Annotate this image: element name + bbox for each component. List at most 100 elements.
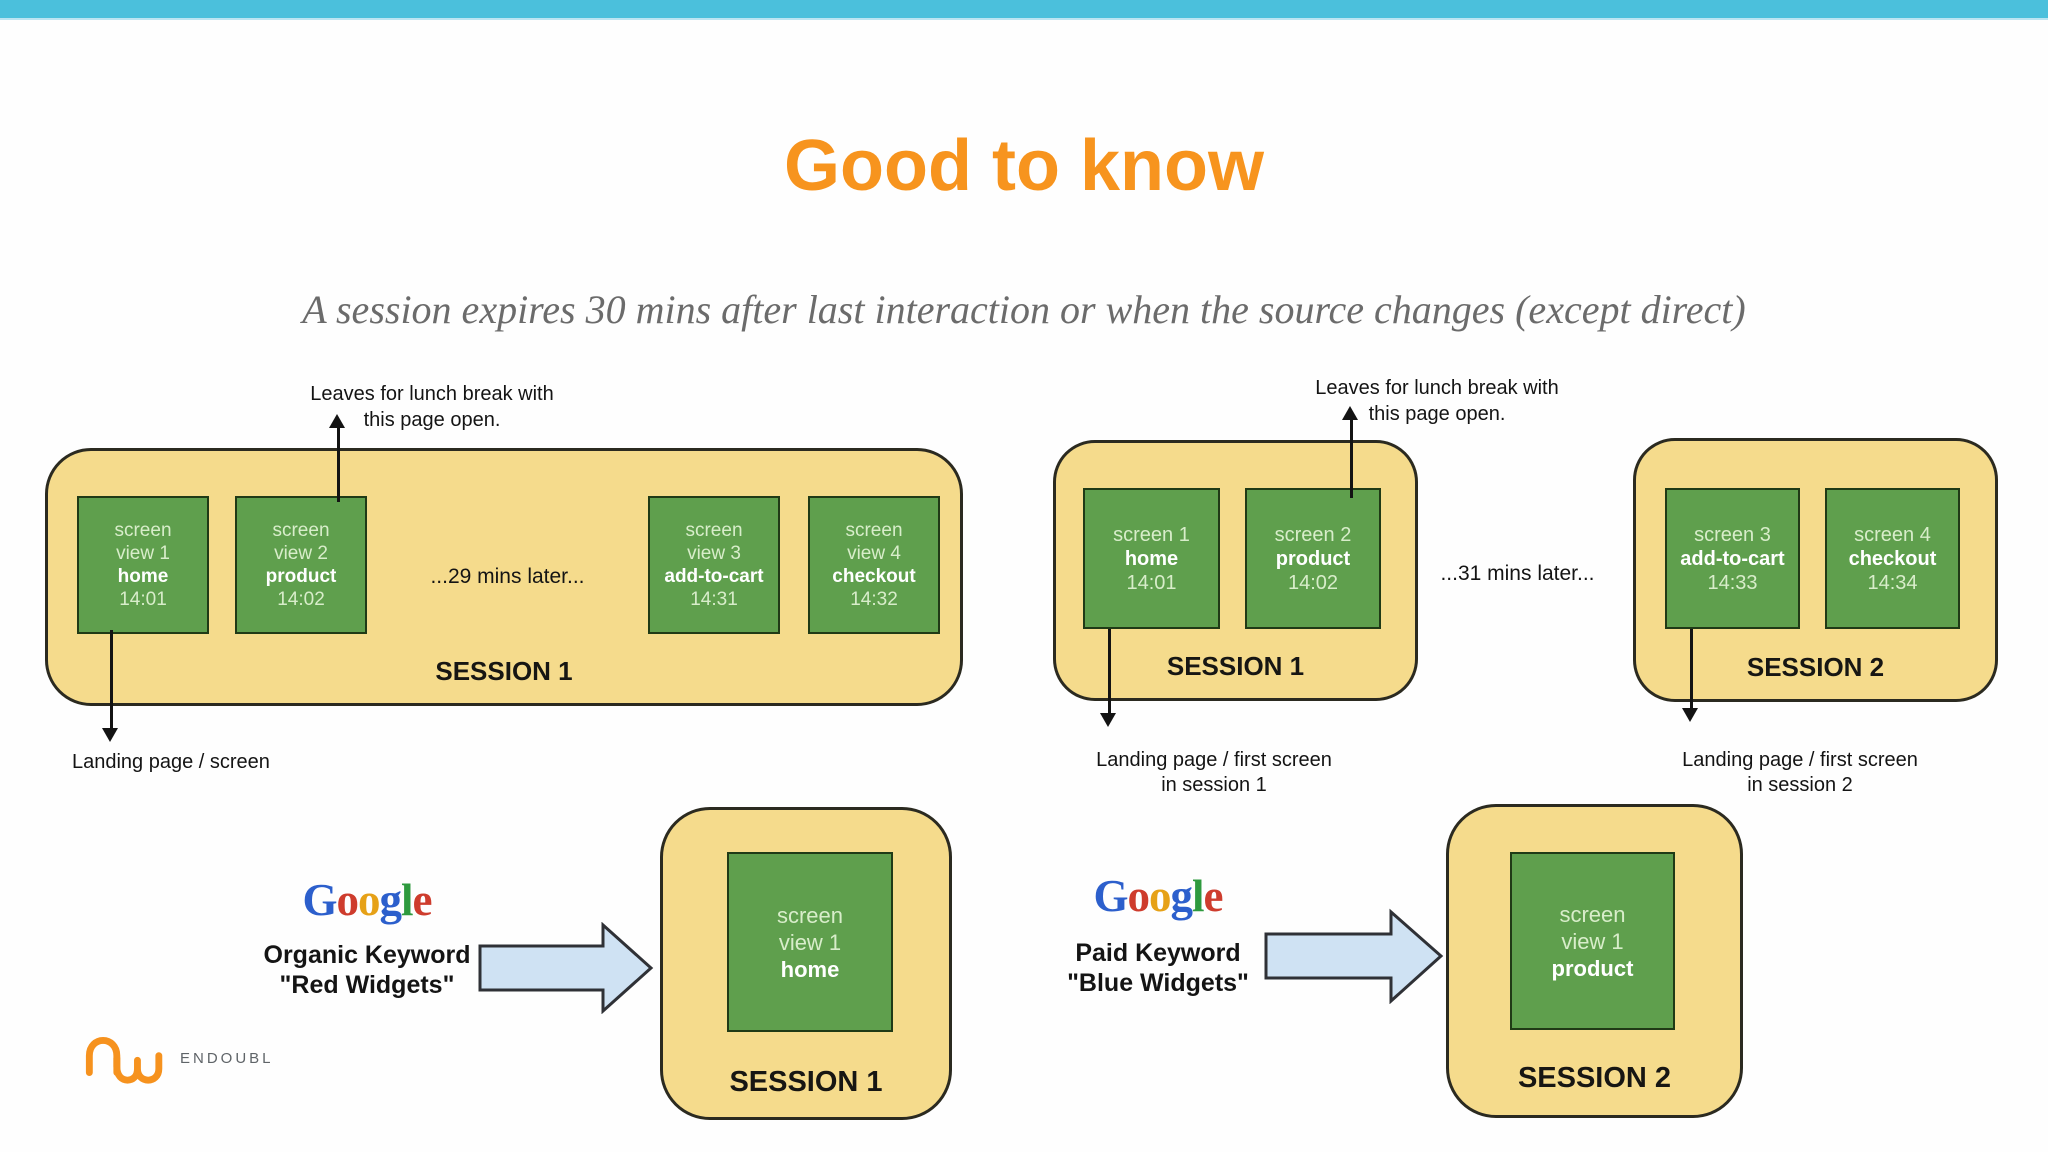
- top-accent-bar: [0, 0, 2048, 20]
- session-2-small-label: SESSION 2: [1746, 652, 1885, 682]
- brand-squiggle-icon: [85, 1036, 163, 1084]
- screen-time: 14:01: [1126, 571, 1177, 594]
- landing-note-line2: in session 1: [1161, 774, 1267, 796]
- google-letter: g: [1170, 871, 1193, 921]
- screen-line: screen 4: [1854, 523, 1931, 546]
- gap-29-mins-text: ...29 mins later...: [430, 565, 585, 588]
- screen-view-1-product-bottom-box: screen view 1 product: [1510, 852, 1675, 1030]
- landing-page-note-session1: Landing page / first screen in session 1: [1064, 748, 1364, 798]
- landing-note-line1: Landing page / first screen: [1096, 749, 1332, 771]
- screen-page-name: add-to-cart: [1680, 547, 1785, 570]
- screen-time: 14:34: [1867, 571, 1918, 594]
- google-letter: e: [412, 875, 433, 925]
- organic-keyword-text: Organic Keyword "Red Widgets": [217, 940, 517, 1000]
- google-letter: o: [1149, 871, 1171, 921]
- screen-page-name: home: [780, 956, 840, 982]
- screen-line: screen: [1559, 901, 1626, 927]
- screen-view-3-addtocart-box: screen view 3 add-to-cart 14:31: [648, 496, 780, 634]
- screen-time: 14:02: [1287, 571, 1339, 594]
- google-letter: o: [336, 875, 359, 925]
- screen-time: 14:02: [277, 589, 325, 610]
- screen-line: screen: [685, 520, 743, 541]
- screen-page-name: home: [1124, 547, 1179, 570]
- google-letter: G: [302, 875, 337, 925]
- arrowhead-down-icon: [1100, 713, 1116, 727]
- lunch-break-note-right-line1: Leaves for lunch break with: [1315, 377, 1559, 399]
- arrowhead-up-icon: [329, 414, 345, 428]
- screen-line: screen: [845, 520, 903, 541]
- screen-line: screen 1: [1113, 523, 1190, 546]
- arrow-line-up-middle: [1350, 420, 1353, 498]
- lunch-break-note-left-line2: this page open.: [363, 409, 501, 431]
- arrow-line-up-left: [337, 428, 340, 502]
- lunch-break-note-right-line2: this page open.: [1368, 403, 1506, 425]
- screen-line: view 1: [116, 543, 170, 564]
- keyword-line2: "Red Widgets": [279, 971, 455, 999]
- landing-page-note-session2: Landing page / first screen in session 2: [1650, 748, 1950, 798]
- landing-note-line1: Landing page / first screen: [1682, 749, 1918, 771]
- google-letter: g: [379, 875, 402, 925]
- screen-line: view 4: [847, 543, 901, 564]
- screen-line: screen 3: [1694, 523, 1771, 546]
- session-1-bottom-label: SESSION 1: [729, 1066, 883, 1098]
- keyword-line1: Paid Keyword: [1075, 939, 1241, 967]
- screen-line: screen 2: [1274, 523, 1352, 546]
- google-logo: Google: [279, 878, 455, 923]
- screen-line: view 1: [778, 929, 842, 955]
- screen-2-product-box: screen 2 product 14:02: [1245, 488, 1381, 629]
- arrowhead-down-icon: [1682, 708, 1698, 722]
- google-letter: l: [401, 875, 413, 925]
- google-letter: G: [1093, 871, 1128, 921]
- page-title: Good to know: [784, 126, 1264, 206]
- flow-arrow-icon: [1264, 908, 1444, 1004]
- flow-arrow-icon: [478, 922, 654, 1014]
- paid-keyword-text: Paid Keyword "Blue Widgets": [1008, 938, 1308, 998]
- screen-page-name: product: [1275, 547, 1351, 570]
- keyword-line1: Organic Keyword: [263, 941, 471, 969]
- google-letter: e: [1203, 871, 1224, 921]
- google-letter: o: [358, 875, 380, 925]
- screen-page-name: add-to-cart: [664, 566, 764, 587]
- arrow-line-down-left: [110, 630, 113, 730]
- arrowhead-up-icon: [1342, 406, 1358, 420]
- gap-31-mins-text: ...31 mins later...: [1440, 562, 1595, 585]
- screen-line: view 1: [1561, 928, 1624, 954]
- screen-time: 14:33: [1707, 571, 1758, 594]
- landing-page-note-left: Landing page / screen: [72, 751, 270, 773]
- google-logo: Google: [1070, 874, 1246, 919]
- lunch-break-note-left-line1: Leaves for lunch break with: [310, 383, 554, 405]
- screen-line: screen: [114, 520, 172, 541]
- lunch-break-note-left: Leaves for lunch break with this page op…: [280, 381, 584, 433]
- screen-time: 14:01: [119, 589, 167, 610]
- screen-view-2-product-box: screen view 2 product 14:02: [235, 496, 367, 634]
- arrow-line-down-middle: [1108, 629, 1111, 715]
- google-letter: l: [1192, 871, 1204, 921]
- arrow-line-down-right: [1690, 629, 1693, 710]
- screen-time: 14:31: [690, 589, 738, 610]
- screen-line: view 2: [274, 543, 328, 564]
- screen-3-addtocart-box: screen 3 add-to-cart 14:33: [1665, 488, 1800, 629]
- screen-time: 14:32: [850, 589, 898, 610]
- lunch-break-note-right: Leaves for lunch break with this page op…: [1285, 375, 1589, 427]
- screen-page-name: product: [265, 566, 337, 587]
- screen-page-name: home: [117, 566, 169, 587]
- subtitle: A session expires 30 mins after last int…: [302, 287, 1746, 332]
- screen-4-checkout-box: screen 4 checkout 14:34: [1825, 488, 1960, 629]
- brand-name-text: ENDOUBL: [180, 1050, 274, 1067]
- screen-line: screen: [272, 520, 330, 541]
- arrowhead-down-icon: [102, 728, 118, 742]
- landing-note-line2: in session 2: [1747, 774, 1853, 796]
- screen-line: view 3: [687, 543, 741, 564]
- screen-line: screen: [776, 902, 844, 928]
- keyword-line2: "Blue Widgets": [1067, 969, 1249, 997]
- session-2-bottom-label: SESSION 2: [1517, 1062, 1672, 1094]
- screen-view-1-home-box: screen view 1 home 14:01: [77, 496, 209, 634]
- screen-page-name: product: [1551, 955, 1634, 981]
- screen-view-1-home-bottom-box: screen view 1 home: [727, 852, 893, 1032]
- session-1-small-label: SESSION 1: [1166, 651, 1305, 681]
- screen-page-name: checkout: [1848, 547, 1937, 570]
- screen-1-home-box: screen 1 home 14:01: [1083, 488, 1220, 629]
- google-letter: o: [1127, 871, 1150, 921]
- session-1-long-label: SESSION 1: [435, 656, 573, 686]
